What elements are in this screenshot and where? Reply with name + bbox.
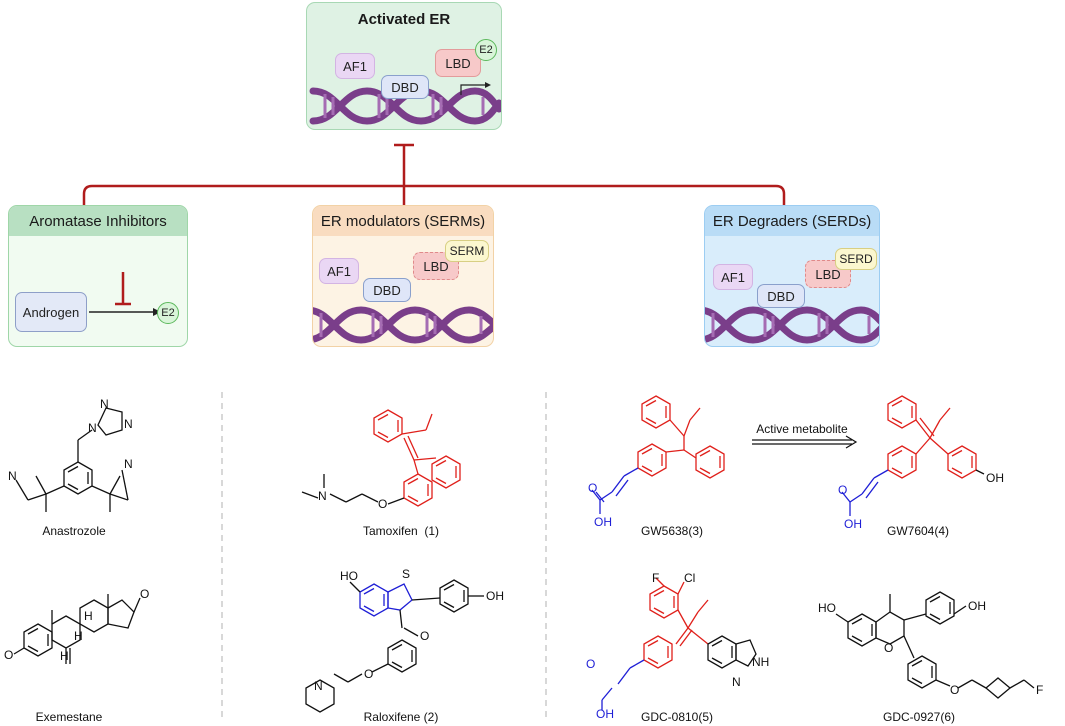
- compound-name-gw5638: GW5638(3): [640, 524, 704, 538]
- compound-name-anastrozole: Anastrozole: [42, 524, 106, 538]
- compound-name-gdc0810: GDC-0810(5): [640, 710, 714, 724]
- atom-label: O: [838, 483, 847, 497]
- dna-helix: [309, 87, 501, 125]
- activated-er-panel: Activated ER AF1 DBD LBD E2: [306, 2, 502, 130]
- activated-er-title: Activated ER: [357, 11, 451, 28]
- atom-label: OH: [596, 707, 614, 721]
- atom-label: H: [84, 609, 93, 623]
- atom-label: HO: [818, 601, 836, 615]
- atom-label: O: [364, 667, 373, 681]
- serms-title: ER modulators (SERMs): [313, 206, 493, 236]
- exemestane-structure: [13, 594, 141, 664]
- gdc0927-structure: [835, 591, 1035, 699]
- atom-label: OH: [986, 471, 1004, 485]
- atom-label: O: [420, 629, 429, 643]
- atom-label: OH: [968, 599, 986, 613]
- dna-helix: [705, 306, 879, 344]
- aromatase-title: Aromatase Inhibitors: [9, 206, 187, 236]
- lbd-domain: LBD: [805, 260, 851, 288]
- serds-panel: ER Degraders (SERDs) AF1 DBD LBD SERD: [704, 205, 880, 347]
- atom-label: N: [124, 457, 133, 471]
- atom-label: OH: [486, 589, 504, 603]
- atom-label: N: [318, 489, 327, 503]
- atom-label: H: [74, 629, 83, 643]
- metabolite-arrow: [752, 435, 858, 449]
- serms-panel: ER modulators (SERMs) AF1 DBD LBD SERM: [312, 205, 494, 347]
- compound-name-tamoxifen: Tamoxifen (1): [362, 524, 440, 538]
- atom-label: O: [378, 497, 387, 511]
- androgen-box: Androgen: [15, 292, 87, 332]
- e2-ligand: E2: [475, 39, 497, 61]
- atom-label: F: [652, 571, 659, 585]
- atom-label: O: [140, 587, 149, 601]
- raloxifene-structure: [305, 579, 484, 713]
- dna-helix: [313, 306, 493, 344]
- dbd-domain: DBD: [363, 278, 411, 302]
- atom-label: NH: [752, 655, 769, 669]
- atom-label: O: [588, 481, 597, 495]
- atom-label: OH: [594, 515, 612, 529]
- atom-label: N: [8, 469, 17, 483]
- gdc0810-structure: [601, 577, 757, 710]
- atom-label: OH: [844, 517, 862, 531]
- af1-domain: AF1: [319, 258, 359, 284]
- lbd-domain: LBD: [435, 49, 481, 77]
- gw5638-structure: [591, 395, 725, 514]
- aromatase-inhibitors-panel: Aromatase Inhibitors Androgen E2: [8, 205, 188, 347]
- compound-name-raloxifene: Raloxifene (2): [363, 710, 439, 724]
- af1-domain: AF1: [335, 53, 375, 79]
- atom-label: N: [100, 397, 109, 411]
- e2-product: E2: [157, 302, 179, 324]
- active-metabolite-label: Active metabolite: [756, 422, 848, 436]
- atom-label: N: [732, 675, 741, 689]
- atom-label: HO: [340, 569, 358, 583]
- anastrozole-structure: [15, 407, 129, 512]
- compound-name-exemestane: Exemestane: [35, 710, 103, 724]
- tamoxifen-structure: [301, 409, 461, 507]
- atom-label: O: [4, 648, 13, 662]
- gw7604-structure: [841, 395, 985, 516]
- serm-ligand: SERM: [445, 240, 489, 262]
- atom-label: Cl: [684, 571, 695, 585]
- atom-label: N: [314, 679, 323, 693]
- atom-label: H: [60, 649, 69, 663]
- dbd-domain: DBD: [381, 75, 429, 99]
- transcription-arrow-icon: [460, 82, 491, 95]
- atom-label: N: [88, 421, 97, 435]
- atom-label: O: [586, 657, 595, 671]
- serds-title: ER Degraders (SERDs): [705, 206, 879, 236]
- atom-label: N: [124, 417, 133, 431]
- atom-label: O: [884, 641, 893, 655]
- compound-name-gw7604: GW7604(4): [886, 524, 950, 538]
- dbd-domain: DBD: [757, 284, 805, 308]
- atom-label: S: [402, 567, 410, 581]
- af1-domain: AF1: [713, 264, 753, 290]
- serd-ligand: SERD: [835, 248, 877, 270]
- compound-name-gdc0927: GDC-0927(6): [882, 710, 956, 724]
- atom-label: O: [950, 683, 959, 697]
- atom-label: F: [1036, 683, 1043, 697]
